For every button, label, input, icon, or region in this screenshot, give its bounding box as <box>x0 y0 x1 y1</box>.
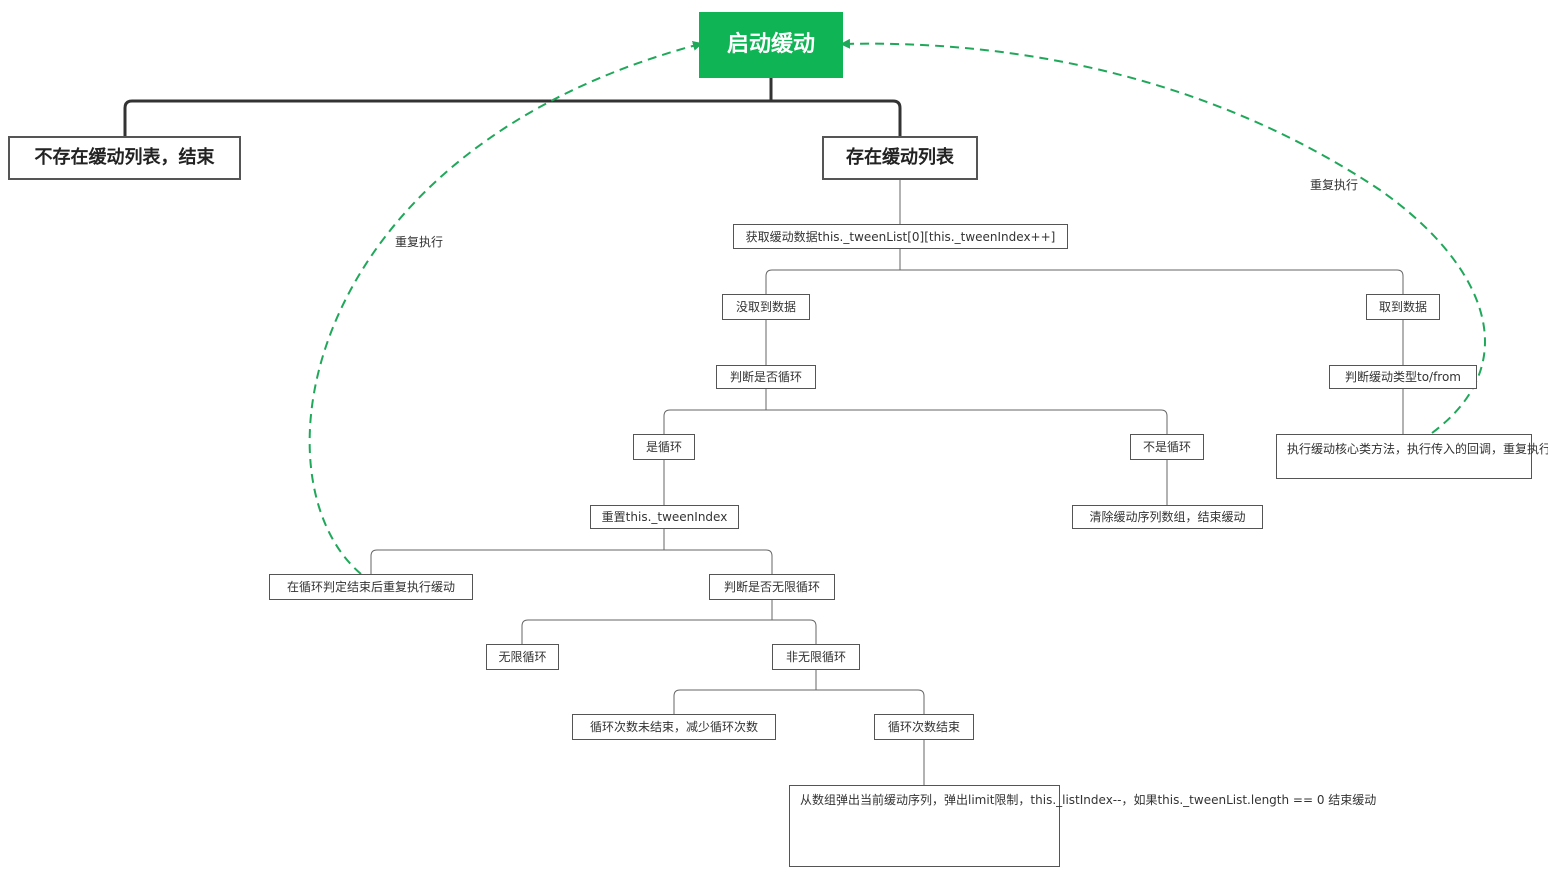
left-repeat-label: 重复执行 <box>395 235 444 249</box>
node-check-tween-type[interactable]: 判断缓动类型to/from <box>1329 365 1477 389</box>
right-repeat-label: 重复执行 <box>1310 178 1359 192</box>
exec-core-line-2: 重复执行缓动 <box>1503 442 1548 456</box>
loop-arrows <box>308 38 1486 575</box>
pop-line-1: 从数组弹出当前缓动序列， <box>800 793 945 807</box>
node-exec-core-method[interactable]: 执行缓动核心类方法，执行传入的回调， 重复执行缓动 <box>1276 434 1548 479</box>
node-reset-tween-index[interactable]: 重置this._tweenIndex <box>590 505 739 529</box>
pop-line-2: 弹出limit限制， <box>944 793 1031 807</box>
node-check-infinite-loop[interactable]: 判断是否无限循环 <box>709 574 835 600</box>
node-repeat-after-loop[interactable]: 在循环判定结束后重复执行缓动 <box>269 574 473 600</box>
node-got-data[interactable]: 取到数据 <box>1366 294 1440 320</box>
node-not-infinite-loop[interactable]: 非无限循环 <box>772 644 860 670</box>
node-pop-sequence[interactable]: 从数组弹出当前缓动序列， 弹出limit限制， this._listIndex-… <box>789 785 1376 867</box>
left-repeat-arrow <box>308 40 703 575</box>
node-clear-tween-list[interactable]: 清除缓动序列数组，结束缓动 <box>1072 505 1263 529</box>
node-no-tween-list[interactable]: 不存在缓动列表，结束 <box>8 136 241 180</box>
node-loop-count-done[interactable]: 循环次数结束 <box>874 714 974 740</box>
node-infinite-loop[interactable]: 无限循环 <box>486 644 559 670</box>
node-get-tween-data[interactable]: 获取缓动数据this._tweenList[0][this._tweenInde… <box>733 224 1068 249</box>
root-connector <box>123 78 902 136</box>
root-node-start-tween[interactable]: 启动缓动 <box>699 12 843 78</box>
node-loop-count-not-done[interactable]: 循环次数未结束，减少循环次数 <box>572 714 776 740</box>
tree-connectors <box>370 180 1404 785</box>
node-not-loop[interactable]: 不是循环 <box>1130 434 1204 460</box>
node-is-loop[interactable]: 是循环 <box>633 434 695 460</box>
pop-line-4: 如果this._tweenList.length == 0 结束缓动 <box>1133 793 1377 807</box>
node-has-tween-list[interactable]: 存在缓动列表 <box>822 136 978 180</box>
right-repeat-arrow <box>840 38 1486 434</box>
node-check-loop[interactable]: 判断是否循环 <box>716 365 816 389</box>
pop-line-3: this._listIndex--， <box>1030 793 1134 807</box>
node-no-data[interactable]: 没取到数据 <box>722 294 810 320</box>
exec-core-line-1: 执行缓动核心类方法，执行传入的回调， <box>1287 442 1504 456</box>
